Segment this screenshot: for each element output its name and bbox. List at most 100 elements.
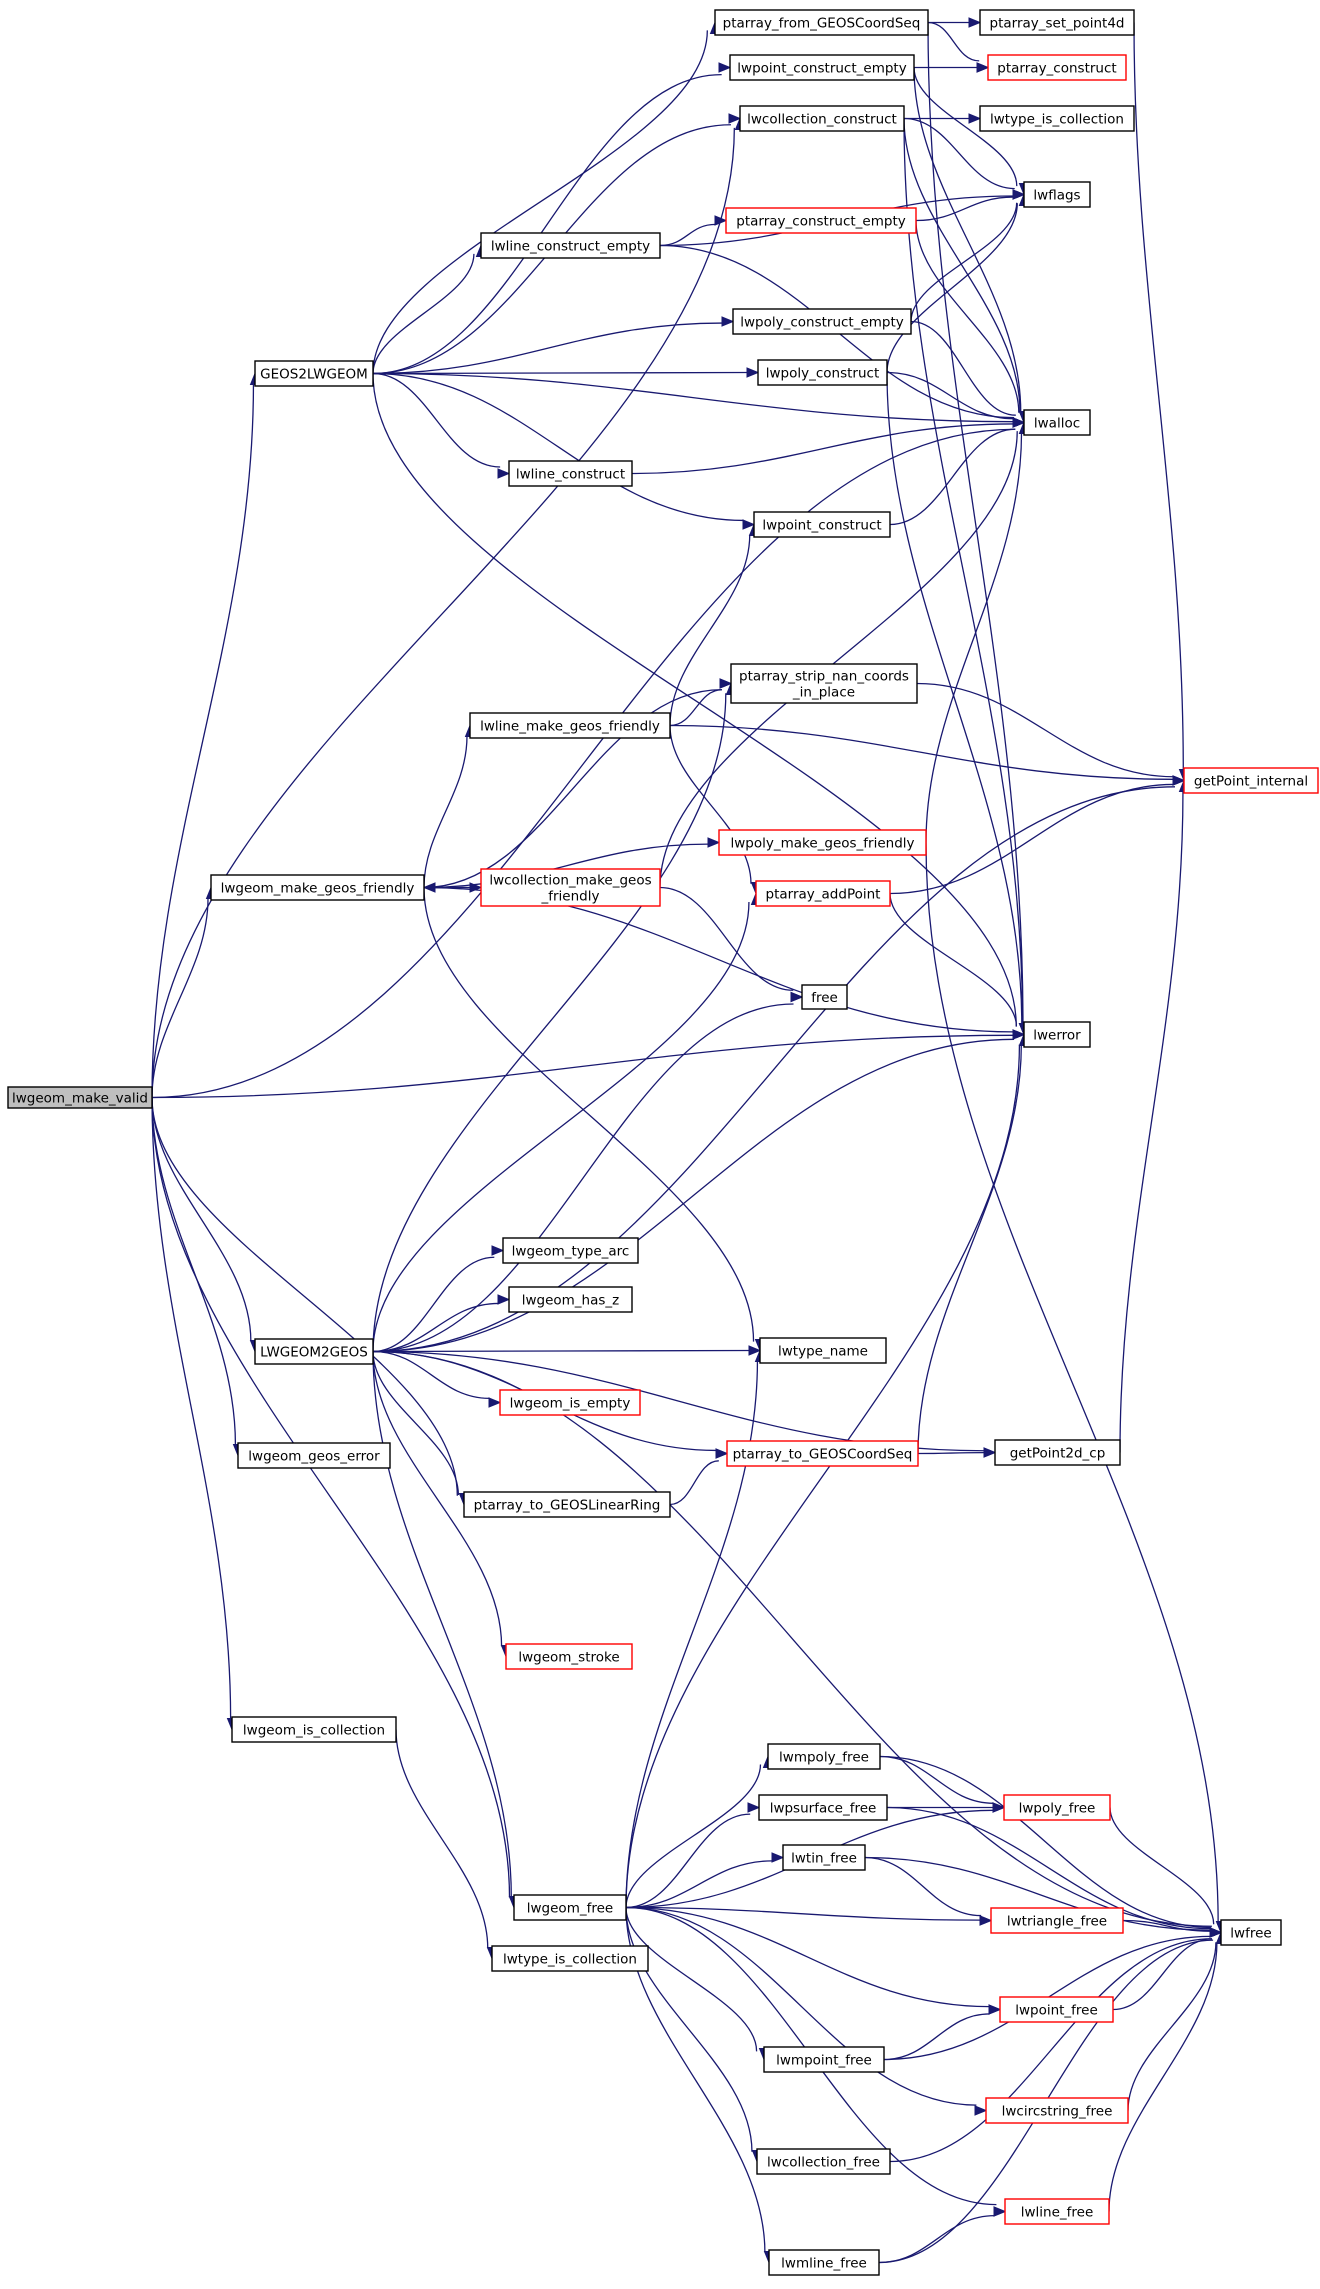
node-lwpoly-make-geos-friendly[interactable]: lwpoly_make_geos_friendly (718, 829, 927, 856)
node-box (491, 1945, 649, 1972)
edge-lwpoint-free-to-lwfree (1112, 1927, 1223, 2011)
call-edges (151, 17, 1227, 2264)
node-lwtriangle-free[interactable]: lwtriangle_free (990, 1907, 1124, 1934)
arrowhead (707, 837, 721, 848)
node-lwpsurface-free[interactable]: lwpsurface_free (758, 1794, 888, 1821)
edge-line (372, 1302, 499, 1353)
edge-lwgeom2geos-to-ptarray-addpoint (372, 892, 762, 1352)
node-box (994, 1439, 1121, 1466)
node-lwtype-name[interactable]: lwtype_name (759, 1337, 887, 1364)
node-lwgeom-stroke[interactable]: lwgeom_stroke (505, 1643, 633, 1670)
edge-line (372, 372, 501, 468)
node-lwtype-is-collection-2[interactable]: lwtype_is_collection (979, 105, 1135, 132)
node-lwmline-free[interactable]: lwmline_free (768, 2249, 880, 2276)
node-ptarray-addpoint[interactable]: ptarray_addPoint (755, 880, 891, 907)
node-box (714, 9, 929, 36)
node-lwcollection-construct[interactable]: lwcollection_construct (739, 105, 905, 132)
edge-line (889, 893, 1018, 1027)
node-lwgeom-type-arc[interactable]: lwgeom_type_arc (502, 1237, 639, 1264)
node-label: ptarray_set_point4d (990, 16, 1125, 32)
edge-line (913, 67, 1018, 187)
node-lwline-free[interactable]: lwline_free (1004, 2198, 1110, 2225)
edge-line (631, 423, 1014, 475)
node-label: lwtype_is_collection (503, 1952, 637, 1968)
node-free[interactable]: free (801, 984, 848, 1010)
node-lwline-construct[interactable]: lwline_construct (508, 460, 633, 487)
node-lwmpoly-free[interactable]: lwmpoly_free (767, 1743, 881, 1770)
node-label: lwpoint_free (1015, 2003, 1098, 2019)
node-lwcircstring-free[interactable]: lwcircstring_free (985, 2097, 1129, 2124)
node-lwgeom-free[interactable]: lwgeom_free (513, 1894, 627, 1921)
node-lwgeom-geos-error[interactable]: lwgeom_geos_error (237, 1442, 391, 1469)
edge-lwcollection-construct-to-lwtype-is-collection-2 (904, 113, 982, 124)
node-lwalloc[interactable]: lwalloc (1023, 409, 1091, 436)
arrowhead (721, 316, 735, 327)
node-lwpoly-free[interactable]: lwpoly_free (1003, 1794, 1111, 1821)
node-label: lwline_make_geos_friendly (480, 719, 660, 735)
edge-line (903, 118, 1021, 413)
edge-geos2lwgeom-to-lwerror (372, 373, 1030, 1036)
node-getpoint2d-cp[interactable]: getPoint2d_cp (994, 1439, 1121, 1466)
node-lwtin-free[interactable]: lwtin_free (782, 1844, 866, 1871)
node-lwgeom-is-empty[interactable]: lwgeom_is_empty (499, 1389, 641, 1416)
node-lwpoint-construct[interactable]: lwpoint_construct (753, 511, 891, 538)
edge-lwpoint-construct-to-lwalloc (889, 417, 1026, 526)
node-ptarray-construct[interactable]: ptarray_construct (987, 54, 1127, 81)
node-ptarray-strip-nan-coords-in-place[interactable]: ptarray_strip_nan_coords_in_place (730, 663, 918, 704)
node-lwtype-is-collection[interactable]: lwtype_is_collection (491, 1945, 649, 1972)
node-lwline-construct-empty[interactable]: lwline_construct_empty (480, 232, 661, 259)
node-ptarray-to-geoscoordseq[interactable]: ptarray_to_GEOSCoordSeq (726, 1440, 919, 1467)
edge-ptarray-strip-nan-coords-in-place-to-getpoint-internal (916, 682, 1186, 786)
arrowhead (719, 678, 733, 689)
node-lwpoly-construct-empty[interactable]: lwpoly_construct_empty (732, 308, 912, 335)
edge-line (659, 886, 794, 991)
node-lwcollection-free[interactable]: lwcollection_free (756, 2148, 891, 2175)
arrowhead (968, 17, 982, 28)
node-lwgeom-is-collection[interactable]: lwgeom_is_collection (231, 1716, 397, 1743)
edge-ptarray-to-geoslinearring-to-ptarray-to-geoscoordseq (669, 1448, 729, 1506)
edge-geos2lwgeom-to-lwpoint-construct (372, 372, 756, 530)
edge-lwline-make-geos-friendly-to-ptarray-addpoint (669, 725, 762, 895)
node-ptarray-to-geoslinearring[interactable]: ptarray_to_GEOSLinearRing (463, 1491, 671, 1518)
edge-lwgeom2geos-to-lwgeom-has-z (372, 1294, 511, 1353)
edge-lwgeom-free-to-lwcircstring-free (625, 1906, 988, 2116)
node-getpoint-internal[interactable]: getPoint_internal (1183, 767, 1319, 794)
edge-line (151, 1097, 458, 1496)
node-lwfree[interactable]: lwfree (1220, 1919, 1282, 1946)
node-lwgeom2geos[interactable]: LWGEOM2GEOS (254, 1338, 374, 1365)
node-label: free (811, 990, 838, 1006)
edge-line (151, 1097, 232, 1719)
node-lwgeom-make-geos-friendly[interactable]: lwgeom_make_geos_friendly (210, 874, 425, 901)
edge-line (915, 220, 1020, 413)
node-label: lwline_free (1021, 2205, 1094, 2221)
arrowhead (974, 2105, 988, 2116)
edge-lwtin-free-to-lwtriangle-free (864, 1856, 993, 1926)
node-lwgeom-make-valid[interactable]: lwgeom_make_valid (7, 1086, 153, 1109)
edge-ptarray-to-geoscoordseq-to-getpoint2d-cp (917, 1447, 997, 1458)
node-lwcollection-make-geos-friendly[interactable]: lwcollection_make_geos_friendly (480, 868, 661, 907)
node-lwmpoint-free[interactable]: lwmpoint_free (763, 2046, 885, 2073)
arrowhead (748, 1345, 762, 1356)
node-ptarray-construct-empty[interactable]: ptarray_construct_empty (725, 207, 917, 234)
function-nodes: lwgeom_make_valid GEOS2LWGEOM lwgeom_make_… (7, 9, 1319, 2276)
node-box (480, 868, 661, 907)
edge-line (659, 223, 716, 247)
node-lwpoly-construct[interactable]: lwpoly_construct (757, 359, 888, 386)
node-lwline-make-geos-friendly[interactable]: lwline_make_geos_friendly (469, 712, 671, 739)
node-ptarray-set-point4d[interactable]: ptarray_set_point4d (979, 9, 1135, 36)
edge-getpoint2d-cp-to-getpoint-internal (1119, 779, 1190, 1453)
edge-line (151, 1034, 1014, 1099)
node-label: GEOS2LWGEOM (260, 367, 368, 383)
edge-line (625, 1907, 758, 2052)
edge-line (372, 372, 1014, 423)
node-label: lwpoly_make_geos_friendly (730, 836, 914, 852)
node-lwpoint-free[interactable]: lwpoint_free (999, 1996, 1114, 2023)
arrowhead (983, 1447, 997, 1458)
node-lwpoint-construct-empty[interactable]: lwpoint_construct_empty (729, 54, 915, 81)
node-lwgeom-has-z[interactable]: lwgeom_has_z (508, 1286, 633, 1313)
node-geos2lwgeom[interactable]: GEOS2LWGEOM (254, 360, 374, 387)
node-lwflags[interactable]: lwflags (1023, 181, 1091, 208)
node-ptarray-from-geoscoordseq[interactable]: ptarray_from_GEOSCoordSeq (714, 9, 929, 36)
node-lwerror[interactable]: lwerror (1023, 1021, 1091, 1048)
node-label: lwgeom_geos_error (248, 1449, 380, 1465)
